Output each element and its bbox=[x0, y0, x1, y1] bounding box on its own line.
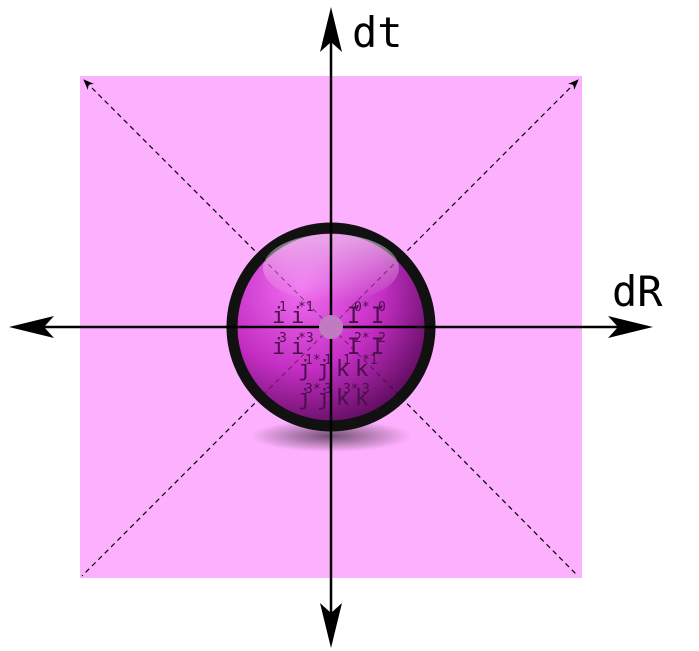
term-superscript: 0 bbox=[378, 300, 386, 315]
time-axis-label: dt bbox=[352, 8, 403, 57]
space-axis-label: dR bbox=[612, 267, 663, 316]
term-superscript: *1 bbox=[298, 300, 314, 315]
term-superscript: 3 bbox=[279, 331, 287, 346]
term-superscript: *1 bbox=[362, 353, 378, 368]
term-superscript: 1 bbox=[343, 353, 351, 368]
term-superscript: 3 bbox=[362, 382, 370, 397]
term-superscript: *3 bbox=[298, 331, 314, 346]
term-superscript: 2* bbox=[354, 331, 370, 346]
term-superscript: 2 bbox=[378, 331, 386, 346]
origin-dot bbox=[319, 315, 343, 339]
term-superscript: 0* bbox=[354, 300, 370, 315]
term-superscript: 1 bbox=[279, 300, 287, 315]
